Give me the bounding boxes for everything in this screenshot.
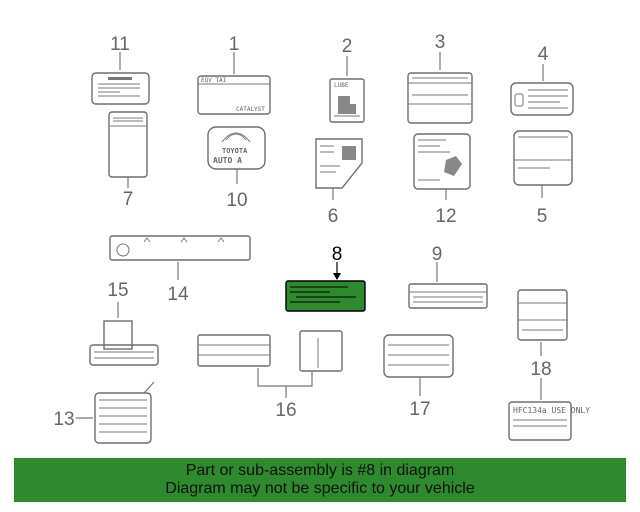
part-17-label[interactable]: [383, 334, 454, 378]
callout-3[interactable]: 3: [435, 32, 446, 53]
callout-15[interactable]: 15: [107, 280, 128, 301]
callout-5[interactable]: 5: [537, 206, 548, 227]
callout-11[interactable]: 11: [110, 34, 130, 55]
part-5-label[interactable]: [513, 130, 573, 186]
label-2-top-text: LUBE: [334, 82, 349, 89]
part-13-label[interactable]: [94, 381, 155, 444]
info-banner: Part or sub-assembly is #8 in diagram Di…: [14, 458, 626, 502]
part-4-label[interactable]: [510, 82, 574, 116]
part-10-label[interactable]: TOYOTA AUTO A: [207, 126, 266, 170]
banner-line-2: Diagram may not be specific to your vehi…: [165, 480, 475, 497]
callout-14[interactable]: 14: [167, 284, 189, 305]
leader-8-arrow: [333, 273, 341, 280]
callout-16[interactable]: 16: [275, 400, 296, 421]
part-2-label[interactable]: LUBE: [329, 78, 365, 123]
label-10-brand: TOYOTA: [222, 147, 248, 155]
callout-7[interactable]: 7: [123, 189, 134, 210]
label-1-top-text: EQV TAI: [201, 77, 227, 84]
part-9-label[interactable]: [408, 283, 488, 309]
label-18-text: HFC134a USE ONLY: [513, 406, 590, 415]
part-14-label[interactable]: [109, 235, 251, 261]
callout-6[interactable]: 6: [328, 206, 339, 227]
label-10-sub: AUTO A: [213, 156, 242, 165]
part-1-label[interactable]: EQV TAI CATALYST: [197, 75, 271, 115]
part-18-label-top[interactable]: [517, 289, 568, 341]
leader-16: [257, 368, 313, 387]
callout-18[interactable]: 18: [530, 359, 551, 380]
part-12-label[interactable]: [413, 133, 471, 190]
callout-13[interactable]: 13: [53, 409, 74, 430]
callout-2[interactable]: 2: [342, 36, 353, 57]
callout-4[interactable]: 4: [538, 44, 549, 65]
callout-8[interactable]: 8: [332, 244, 343, 265]
callout-9[interactable]: 9: [432, 244, 443, 265]
callout-12[interactable]: 12: [435, 206, 456, 227]
part-7-label[interactable]: [108, 111, 148, 178]
part-6-label[interactable]: [315, 138, 363, 189]
part-15-label[interactable]: [89, 320, 159, 366]
part-3-label[interactable]: [407, 72, 473, 124]
banner-line-1: Part or sub-assembly is #8 in diagram: [185, 462, 455, 479]
callout-10[interactable]: 10: [226, 190, 247, 211]
label-1-bottom-text: CATALYST: [236, 106, 265, 113]
callout-1[interactable]: 1: [229, 34, 240, 55]
part-8-label-highlighted[interactable]: [285, 280, 366, 312]
part-11-label[interactable]: [91, 72, 150, 105]
part-16-label-b[interactable]: [299, 330, 343, 372]
callout-17[interactable]: 17: [409, 399, 430, 420]
part-18-label-bottom[interactable]: HFC134a USE ONLY: [508, 401, 590, 441]
part-16-label-a[interactable]: [197, 334, 271, 367]
